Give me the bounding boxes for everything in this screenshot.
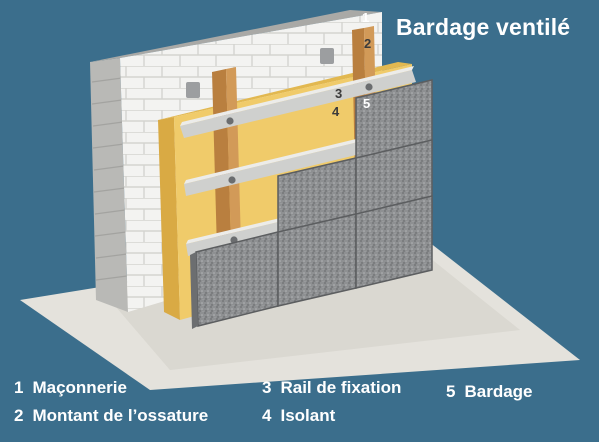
floor-shadow: [110, 250, 520, 370]
cladding-panel: [355, 195, 433, 289]
legend-number: 5: [446, 382, 456, 401]
callout-5: 5: [363, 96, 371, 111]
legend-label: Maçonnerie: [32, 378, 127, 397]
masonry-side: [90, 58, 128, 312]
legend-label: Bardage: [464, 382, 533, 401]
anchor-bracket: [320, 48, 334, 64]
diagram-title: Bardage ventilé: [396, 14, 571, 40]
legend-item-rail: 3 Rail de fixation: [262, 378, 401, 398]
legend-number: 3: [262, 378, 272, 397]
cladding-edge: [190, 252, 198, 329]
legend-number: 1: [14, 378, 24, 397]
legend-label: Isolant: [280, 406, 336, 425]
callout-2: 2: [364, 36, 372, 51]
legend-label: Montant de l’ossature: [32, 406, 209, 425]
insulation-side: [158, 117, 180, 320]
legend-item-masonry: 1 Maçonnerie: [14, 378, 127, 398]
rail-1-top: [180, 66, 414, 126]
legend-number: 2: [14, 406, 24, 425]
callout-4: 4: [332, 104, 340, 119]
legend-label: Rail de fixation: [280, 378, 402, 397]
masonry-top: [90, 10, 382, 62]
legend-item-insulation: 4 Isolant: [262, 406, 335, 426]
legend-item-cladding: 5 Bardage: [446, 382, 533, 402]
callout-3: 3: [335, 86, 343, 101]
rail-1: [180, 70, 416, 138]
legend-number: 4: [262, 406, 272, 425]
legend-item-stud: 2 Montant de l’ossature: [14, 406, 208, 426]
callout-1: 1: [362, 10, 370, 25]
anchor-bracket: [186, 82, 200, 98]
cladding-panels: [190, 79, 433, 329]
